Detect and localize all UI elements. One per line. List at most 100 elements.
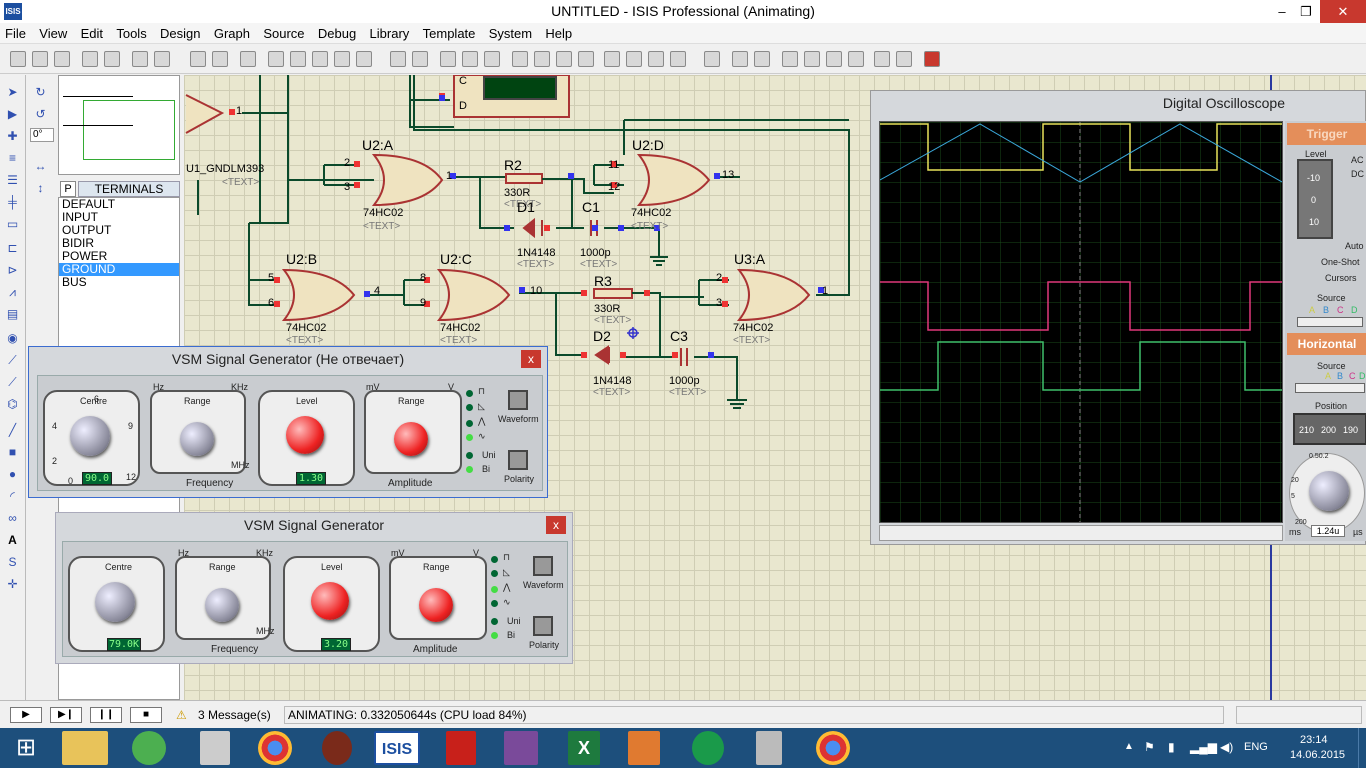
menu-system[interactable]: System: [488, 26, 533, 41]
graph-icon[interactable]: ⩘: [9, 285, 16, 299]
circle-icon[interactable]: ●: [8, 467, 17, 481]
generator1-close-button[interactable]: x: [521, 350, 541, 368]
terminal-power[interactable]: POWER: [62, 249, 108, 263]
flag-icon[interactable]: ⚑: [1144, 740, 1155, 754]
pause-button[interactable]: ❙❙: [90, 707, 122, 723]
terminal-output[interactable]: OUTPUT: [62, 223, 112, 237]
copy-icon[interactable]: [462, 51, 478, 67]
range-knob[interactable]: [180, 422, 214, 456]
clock-time[interactable]: 23:14: [1300, 734, 1328, 746]
undo-icon[interactable]: [390, 51, 406, 67]
block-rotate-icon[interactable]: [556, 51, 572, 67]
horizontal-source-d[interactable]: D: [1359, 371, 1366, 381]
menu-debug[interactable]: Debug: [317, 26, 357, 41]
level-knob[interactable]: [286, 416, 324, 454]
waveform-button-2[interactable]: [533, 556, 553, 576]
bill-of-materials-icon[interactable]: [874, 51, 890, 67]
excel-icon[interactable]: X: [568, 731, 600, 765]
pan-icon[interactable]: [268, 51, 284, 67]
menu-template[interactable]: Template: [422, 26, 476, 41]
terminals-icon[interactable]: ⊏: [7, 241, 18, 255]
symbol-icon[interactable]: S: [8, 555, 17, 569]
polarity-button-2[interactable]: [533, 616, 553, 636]
menu-source[interactable]: Source: [263, 26, 305, 41]
open-folder-icon[interactable]: [32, 51, 48, 67]
language-indicator[interactable]: ENG: [1244, 741, 1268, 753]
terminal-default[interactable]: DEFAULT: [62, 197, 116, 211]
pin-icon[interactable]: ⊳: [7, 263, 18, 277]
chrome2-icon[interactable]: [816, 731, 850, 765]
minimize-button[interactable]: –: [1278, 4, 1286, 19]
make-device-icon[interactable]: [626, 51, 642, 67]
block-copy-icon[interactable]: [512, 51, 528, 67]
zoom-in-icon[interactable]: [290, 51, 306, 67]
trigger-source-c[interactable]: C: [1337, 305, 1344, 315]
decompose-icon[interactable]: [670, 51, 686, 67]
icq-icon[interactable]: [132, 731, 166, 765]
zoom-all-icon[interactable]: [334, 51, 350, 67]
pick-device-icon[interactable]: [604, 51, 620, 67]
zoom-child-icon[interactable]: [848, 51, 864, 67]
mirror-y-icon[interactable]: ↕: [37, 181, 44, 195]
text-icon[interactable]: A: [8, 533, 17, 547]
position-dial[interactable]: [1293, 413, 1366, 445]
horizontal-source-b[interactable]: B: [1337, 371, 1344, 381]
green-app-icon[interactable]: [692, 731, 724, 765]
horizontal-source-c[interactable]: C: [1349, 371, 1356, 381]
paste-icon[interactable]: [484, 51, 500, 67]
explorer-icon[interactable]: [62, 731, 108, 765]
amplitude-knob-2[interactable]: [419, 588, 453, 622]
timebase-knob[interactable]: [1309, 471, 1349, 511]
isis-taskbar-icon[interactable]: ISIS: [374, 731, 420, 765]
winrar-icon[interactable]: [504, 731, 538, 765]
horizontal-source-slider[interactable]: [1295, 383, 1365, 393]
menu-file[interactable]: File: [5, 26, 26, 41]
rotate-cw-icon[interactable]: ↻: [35, 85, 46, 99]
close-button[interactable]: ✕: [1320, 0, 1366, 23]
trigger-level-knob[interactable]: [1297, 159, 1333, 239]
path-icon[interactable]: ∞: [8, 511, 17, 525]
export-icon[interactable]: [104, 51, 120, 67]
play-button[interactable]: ▶: [10, 707, 42, 723]
property-tool-icon[interactable]: [754, 51, 770, 67]
generator2-close-button[interactable]: x: [546, 516, 566, 534]
pick-devices-button[interactable]: P: [60, 181, 76, 197]
select-arrow-icon[interactable]: ➤: [7, 85, 18, 99]
line-icon[interactable]: ╱: [8, 423, 17, 437]
box-icon[interactable]: ■: [8, 445, 17, 459]
zoom-area-icon[interactable]: [356, 51, 372, 67]
clock-date[interactable]: 14.06.2015: [1290, 749, 1346, 761]
show-desktop-button[interactable]: [1358, 728, 1366, 768]
trigger-source-slider[interactable]: [1297, 317, 1363, 327]
time-scrollbar[interactable]: [879, 525, 1283, 541]
menu-help[interactable]: Help: [545, 26, 573, 41]
exit-to-parent-icon[interactable]: [826, 51, 842, 67]
instrument-icon[interactable]: ⌬: [7, 397, 18, 411]
menu-edit[interactable]: Edit: [80, 26, 103, 41]
tray-arrow-icon[interactable]: ▲: [1124, 741, 1134, 752]
wire-label-icon[interactable]: ≡: [8, 151, 16, 165]
overview-viewport[interactable]: [83, 100, 175, 160]
generator-icon[interactable]: ◉: [7, 331, 18, 345]
menu-tools[interactable]: Tools: [116, 26, 147, 41]
junction-icon[interactable]: ✚: [7, 129, 18, 143]
zoom-out-icon[interactable]: [312, 51, 328, 67]
waveform-button[interactable]: [508, 390, 528, 410]
stop-button[interactable]: ■: [130, 707, 162, 723]
menu-design[interactable]: Design: [160, 26, 201, 41]
block-move-icon[interactable]: [534, 51, 550, 67]
terminal-input[interactable]: INPUT: [62, 210, 98, 224]
bus-icon[interactable]: ╪: [8, 195, 17, 209]
rotation-angle-field[interactable]: 0°: [30, 128, 54, 142]
subcircuit-icon[interactable]: ▭: [6, 217, 19, 231]
remove-sheet-icon[interactable]: [804, 51, 820, 67]
grid-icon[interactable]: [212, 51, 228, 67]
restore-button[interactable]: ❐: [1300, 4, 1312, 19]
wire-autorouter-icon[interactable]: [704, 51, 720, 67]
bug-app-icon[interactable]: [322, 731, 352, 765]
import-icon[interactable]: [82, 51, 98, 67]
redo-icon[interactable]: [412, 51, 428, 67]
overview-window[interactable]: [58, 75, 180, 175]
calculator-icon[interactable]: [200, 731, 230, 765]
step-button[interactable]: ▶❙: [50, 707, 82, 723]
